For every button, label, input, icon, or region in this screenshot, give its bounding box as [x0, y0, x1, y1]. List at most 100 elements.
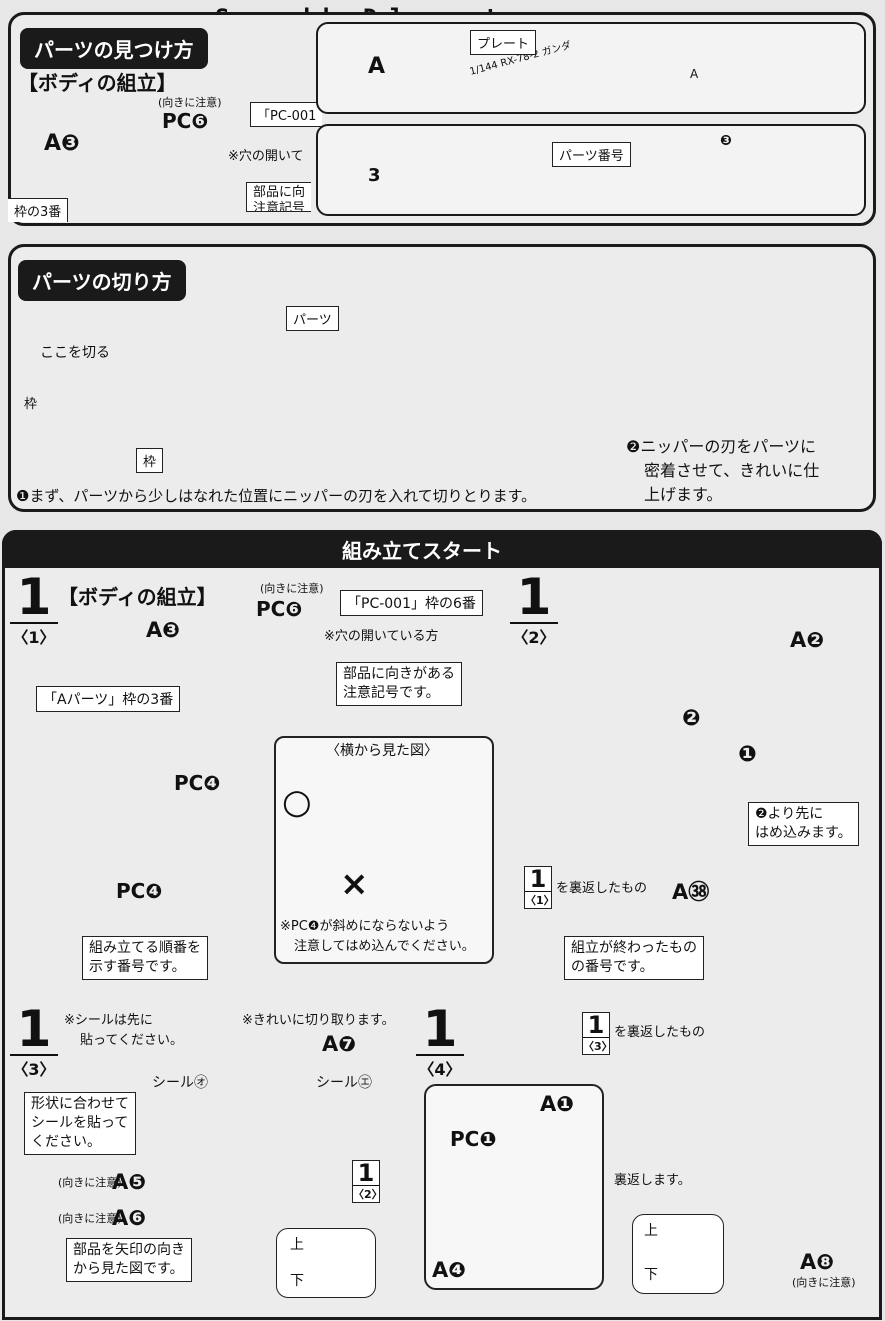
find-parts-title: パーツの見つけ方 [20, 28, 208, 69]
step1-3-seal-note-l2: 貼ってください。 [80, 1033, 183, 1048]
partno-grid-num: ❸ [720, 133, 732, 149]
find-attention-label: (向きに注意) [158, 96, 222, 109]
step1-1-pc4-bot: PC❹ [116, 879, 163, 903]
side-view-note-l2: 注意してはめ込んでください。 [294, 939, 475, 954]
side-view-box [274, 736, 494, 964]
step1-4-ref: 1 〈3〉 [582, 1012, 613, 1055]
step1-3-down: 下 [290, 1273, 304, 1289]
plate-label: プレート [470, 30, 537, 55]
step1-4-part-a1: A❶ [540, 1092, 575, 1116]
find-pc-label: PC❻ [162, 109, 209, 133]
find-pc-box: 「PC-001 [250, 102, 323, 127]
step1-1-order-l2: 示す番号です。 [89, 958, 186, 975]
find-body-subtitle: 【ボディの組立】 [18, 71, 177, 95]
step1-2-ref-text: を裏返したもの [556, 881, 648, 896]
step1-2-ref-num: 1 [525, 867, 551, 892]
partno-runner-num: 3 [368, 165, 381, 186]
cut-parts-box: パーツ [286, 306, 339, 331]
step1-1-title: 【ボディの組立】 [58, 585, 217, 609]
step1-2-part-a38: A㊳ [672, 880, 710, 904]
cut-here-label: ここを切る [40, 345, 110, 361]
step1-3-view-l1: 部品を矢印の向き [73, 1242, 185, 1258]
cut-step2-l2: 密着させて、きれいに仕 [644, 461, 820, 480]
step1-3-ref: 1 〈2〉 [352, 1160, 383, 1203]
cut-step2-l3: 上げます。 [644, 485, 723, 504]
find-frame-note: 枠の3番 [8, 198, 69, 222]
side-view-title: 〈横から見た図〉 [326, 743, 438, 759]
step1-3-sub: 〈3〉 [12, 1060, 56, 1079]
cut-frame-label: 枠 [24, 397, 38, 412]
find-part-a3: A❸ [44, 131, 80, 156]
step1-4-attention: (向きに注意) [792, 1276, 856, 1289]
step1-4-ref-num: 1 [583, 1013, 609, 1038]
step1-1-order-box: 組み立てる順番を 示す番号です。 [82, 936, 208, 980]
step1-3-attention1: (向きに注意) [58, 1176, 122, 1189]
side-view-ok: ○ [282, 782, 312, 822]
step1-1-hole-note: ※穴の開いている方 [324, 629, 439, 644]
step1-2-number: 1 〈2〉 [510, 572, 558, 648]
step1-3-view-box: 部品を矢印の向き から見た図です。 [66, 1238, 192, 1282]
step1-1-a-box: 「Aパーツ」枠の3番 [36, 686, 181, 712]
step1-2-ref: 1 〈1〉 [524, 866, 555, 909]
side-view-note-l1: ※PC❹が斜めにならないよう [280, 919, 450, 934]
step1-3-ref-sub: 〈2〉 [353, 1188, 383, 1201]
plate-grid-letter: A [690, 67, 699, 81]
partno-label: パーツ番号 [552, 142, 631, 167]
step1-3-cut-note: ※きれいに切り取ります。 [242, 1013, 395, 1028]
side-view-ng: × [340, 864, 369, 904]
step1-3-part-a5: A❺ [112, 1170, 147, 1194]
step1-3-up: 上 [290, 1237, 304, 1253]
step1-3-shape-l2: シールを貼って [31, 1114, 129, 1131]
step1-2-num: 1 [510, 572, 558, 624]
step1-4-up: 上 [644, 1223, 658, 1239]
step1-1-mark-box: 部品に向きがある 注意記号です。 [336, 662, 462, 706]
step1-4-sub: 〈4〉 [418, 1060, 462, 1079]
step1-4-flip: 裏返します。 [614, 1173, 691, 1188]
step1-2-part-a2: A❷ [790, 628, 825, 652]
step1-3-ref-num: 1 [353, 1161, 379, 1186]
cut-parts-title: パーツの切り方 [18, 260, 186, 301]
step1-2-fit-l1: ❷より先に [755, 806, 824, 822]
step1-1-attention: (向きに注意) [260, 582, 324, 595]
cut-step2-l1: ❷ニッパーの刃をパーツに [626, 437, 817, 456]
find-mark-note-2: 注意記号 [253, 200, 306, 212]
find-hole-note: ※穴の開いて [228, 149, 304, 164]
step1-3-seal-note-l1: ※シールは先に [64, 1013, 153, 1028]
step1-4-pc1: PC❶ [450, 1127, 497, 1151]
cut-frame-box: 枠 [136, 448, 164, 473]
step1-2-done-box: 組立が終わったもの の番号です。 [564, 936, 704, 980]
step1-3-view-l2: から見た図です。 [73, 1260, 184, 1277]
step1-3-part-a6: A❻ [112, 1206, 147, 1230]
step1-4-ref-sub: 〈3〉 [583, 1040, 613, 1053]
step1-3-shape-l3: ください。 [31, 1133, 101, 1150]
step1-3-part-a7: A❼ [322, 1032, 357, 1056]
cut-step1: ❶まず、パーツから少しはなれた位置にニッパーの刃を入れて切りとります。 [16, 487, 537, 505]
step1-4-part-a4: A❹ [432, 1258, 467, 1282]
step1-2-fit-l2: はめ込みます。 [755, 824, 852, 841]
step1-1-order-l1: 組み立てる順番を [89, 940, 201, 956]
step1-4-num: 1 [416, 1004, 464, 1056]
step1-4-down: 下 [644, 1267, 658, 1283]
step1-3-seal-e: シール㋓ [316, 1075, 372, 1091]
step1-3-shape-box: 形状に合わせて シールを貼って ください。 [24, 1092, 136, 1155]
step1-1-num: 1 [10, 572, 58, 624]
step1-2-sub: 〈2〉 [512, 628, 556, 647]
step1-1-mark-l1: 部品に向きがある [343, 666, 455, 682]
step1-1-pc6: PC❻ [256, 597, 303, 621]
step1-1-sub: 〈1〉 [12, 628, 56, 647]
step1-1-mark-l2: 注意記号です。 [343, 684, 440, 701]
step1-3-attention2: (向きに注意) [58, 1212, 122, 1225]
step1-3-num: 1 [10, 1004, 58, 1056]
find-mark-note-1: 部品に向 [253, 185, 306, 200]
step1-3-seal-o: シール㋔ [152, 1075, 208, 1091]
step1-4-part-a8: A❽ [800, 1250, 835, 1274]
step1-3-shape-l1: 形状に合わせて [31, 1096, 129, 1112]
step1-2-arrow2: ❷ [682, 706, 701, 731]
step1-1-pc4-top: PC❹ [174, 771, 221, 795]
step1-4-number: 1 〈4〉 [416, 1004, 464, 1080]
plate-letter: A [368, 54, 386, 79]
step1-2-done-l1: 組立が終わったもの [571, 940, 697, 956]
step1-2-fit-box: ❷より先に はめ込みます。 [748, 802, 859, 846]
step1-2-done-l2: の番号です。 [571, 958, 654, 975]
step1-4-ref-text: を裏返したもの [614, 1025, 706, 1040]
